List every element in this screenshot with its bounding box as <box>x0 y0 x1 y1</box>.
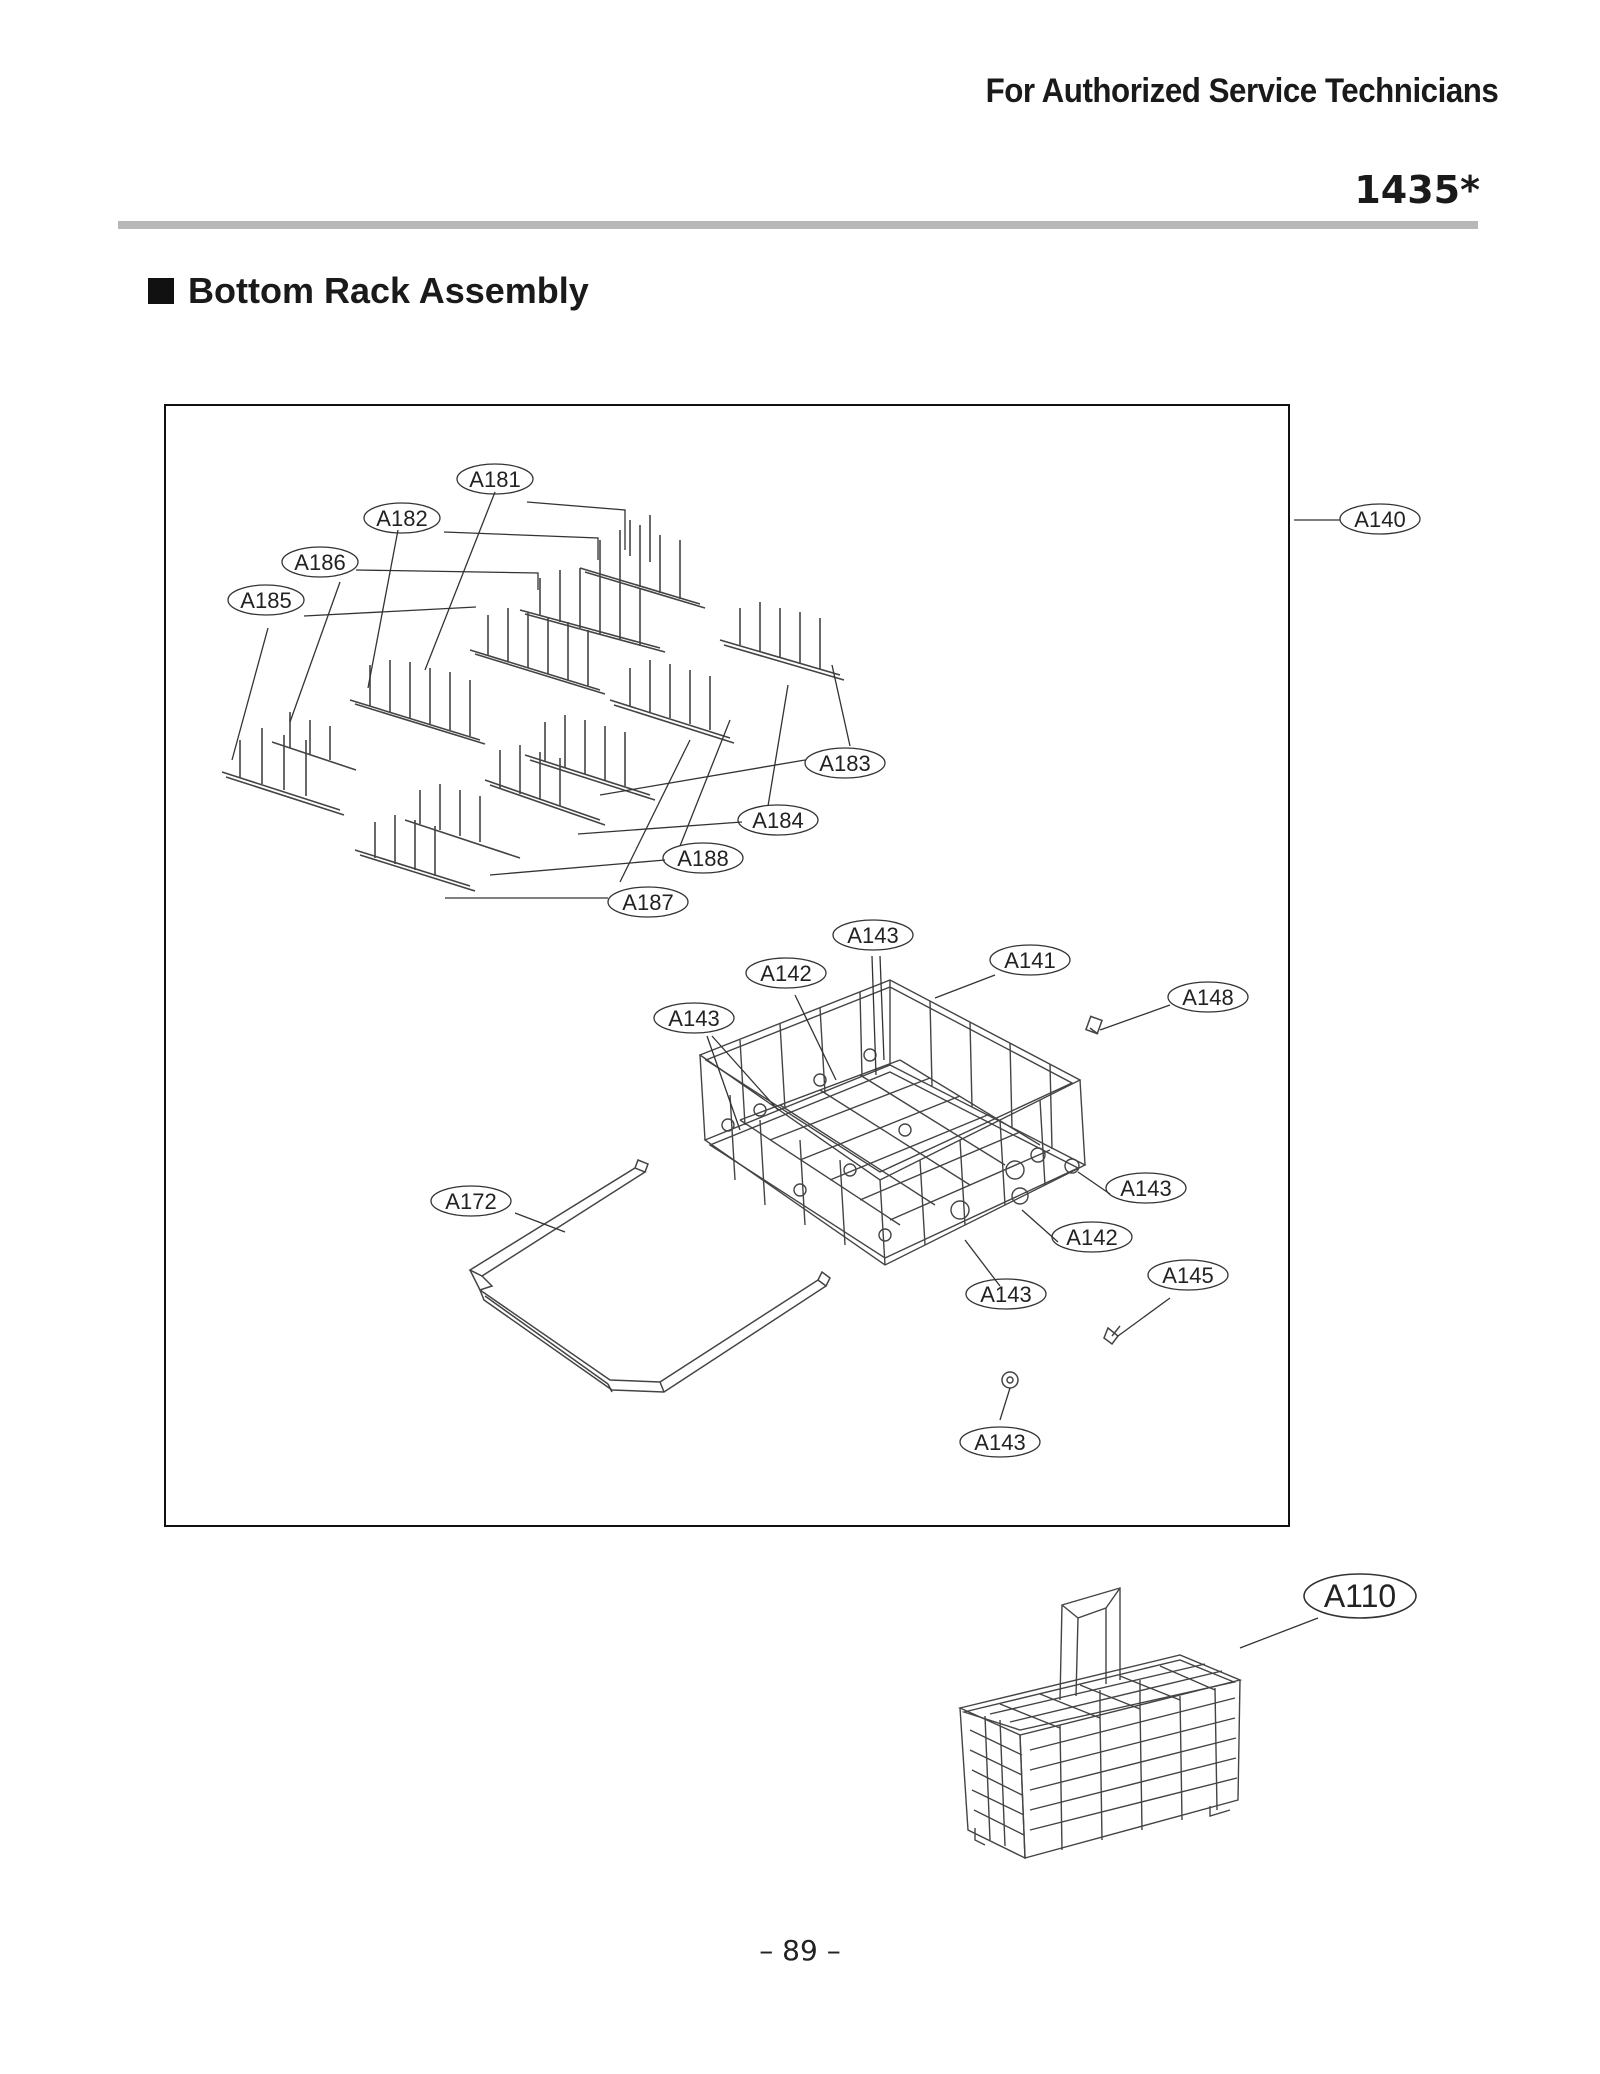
callout-a148: A148 <box>1167 981 1249 1013</box>
clip-a145 <box>1103 1325 1121 1346</box>
svg-text:A184: A184 <box>752 808 803 833</box>
svg-text:A143: A143 <box>980 1282 1031 1307</box>
tine-row-lower-center <box>484 745 606 826</box>
svg-text:A145: A145 <box>1162 1263 1213 1288</box>
roller-a143-loose <box>1001 1371 1019 1389</box>
model-number: 1435* <box>1354 168 1480 212</box>
callout-a143-bottom: A143 <box>959 1426 1041 1458</box>
tine-row-a186 <box>271 712 357 771</box>
callout-a186: A186 <box>281 546 359 578</box>
svg-text:A143: A143 <box>847 923 898 948</box>
svg-text:A143: A143 <box>974 1430 1025 1455</box>
page-number: – 89 – <box>759 1934 841 1967</box>
tine-row-a184 <box>609 660 735 744</box>
svg-text:A142: A142 <box>1066 1225 1117 1250</box>
tine-row-a188 <box>354 815 476 892</box>
tine-rows-group <box>221 515 845 892</box>
callout-a143-top: A143 <box>832 919 914 951</box>
bottom-rack-basket <box>698 979 1087 1266</box>
tine-row-center <box>524 715 656 801</box>
tine-row-a183 <box>719 602 845 681</box>
callout-a110: A110 <box>1303 1573 1417 1619</box>
section-title: Bottom Rack Assembly <box>188 270 589 311</box>
callout-a185: A185 <box>227 584 305 616</box>
exploded-view-frame <box>164 404 1290 1527</box>
svg-text:A143: A143 <box>668 1006 719 1031</box>
callout-a183: A183 <box>804 747 886 779</box>
svg-text:A187: A187 <box>622 890 673 915</box>
svg-text:A148: A148 <box>1182 985 1233 1010</box>
svg-text:A182: A182 <box>376 506 427 531</box>
callout-a184: A184 <box>737 804 819 836</box>
callout-a181: A181 <box>456 463 534 495</box>
callout-a145: A145 <box>1147 1259 1229 1291</box>
section-heading: Bottom Rack Assembly <box>148 270 589 312</box>
callout-a182: A182 <box>363 502 441 534</box>
tine-row-a187 <box>404 784 521 859</box>
bullet-square-icon <box>148 278 174 304</box>
callout-a188: A188 <box>662 842 744 874</box>
svg-text:A141: A141 <box>1004 948 1055 973</box>
callout-a142-top: A142 <box>745 957 827 989</box>
tine-row-a185 <box>469 608 606 695</box>
callout-a140: A140 <box>1339 503 1421 535</box>
rail-a172 <box>468 1159 831 1393</box>
svg-text:A172: A172 <box>445 1189 496 1214</box>
svg-text:A181: A181 <box>469 467 520 492</box>
callout-a143-right: A143 <box>1105 1172 1187 1204</box>
callout-a143-left: A143 <box>653 1002 735 1034</box>
svg-text:A110: A110 <box>1324 1578 1396 1614</box>
svg-text:A142: A142 <box>760 961 811 986</box>
svg-text:A186: A186 <box>294 550 345 575</box>
tine-row-a181 <box>579 515 706 609</box>
svg-text:A185: A185 <box>240 588 291 613</box>
svg-text:A140: A140 <box>1354 507 1405 532</box>
svg-text:A188: A188 <box>677 846 728 871</box>
clip-a148 <box>1085 1015 1103 1035</box>
tine-row-far-left <box>221 728 345 816</box>
silverware-basket-a110 <box>957 1587 1243 1860</box>
tine-row-left-middle <box>349 660 486 745</box>
callout-a172: A172 <box>430 1185 512 1217</box>
callout-a187: A187 <box>607 886 689 918</box>
leader-lines <box>231 491 1340 1649</box>
callout-a143-mid: A143 <box>965 1278 1047 1310</box>
callout-a141: A141 <box>989 944 1071 976</box>
document-audience-header: For Authorized Service Technicians <box>985 72 1498 110</box>
callout-labels: A181 A182 A186 A185 A140 A183 A184 A188 <box>227 463 1421 1619</box>
callout-a142-right: A142 <box>1051 1221 1133 1253</box>
svg-text:A143: A143 <box>1120 1176 1171 1201</box>
tine-row-a182 <box>519 568 666 653</box>
svg-text:A183: A183 <box>819 751 870 776</box>
header-divider <box>118 221 1478 229</box>
